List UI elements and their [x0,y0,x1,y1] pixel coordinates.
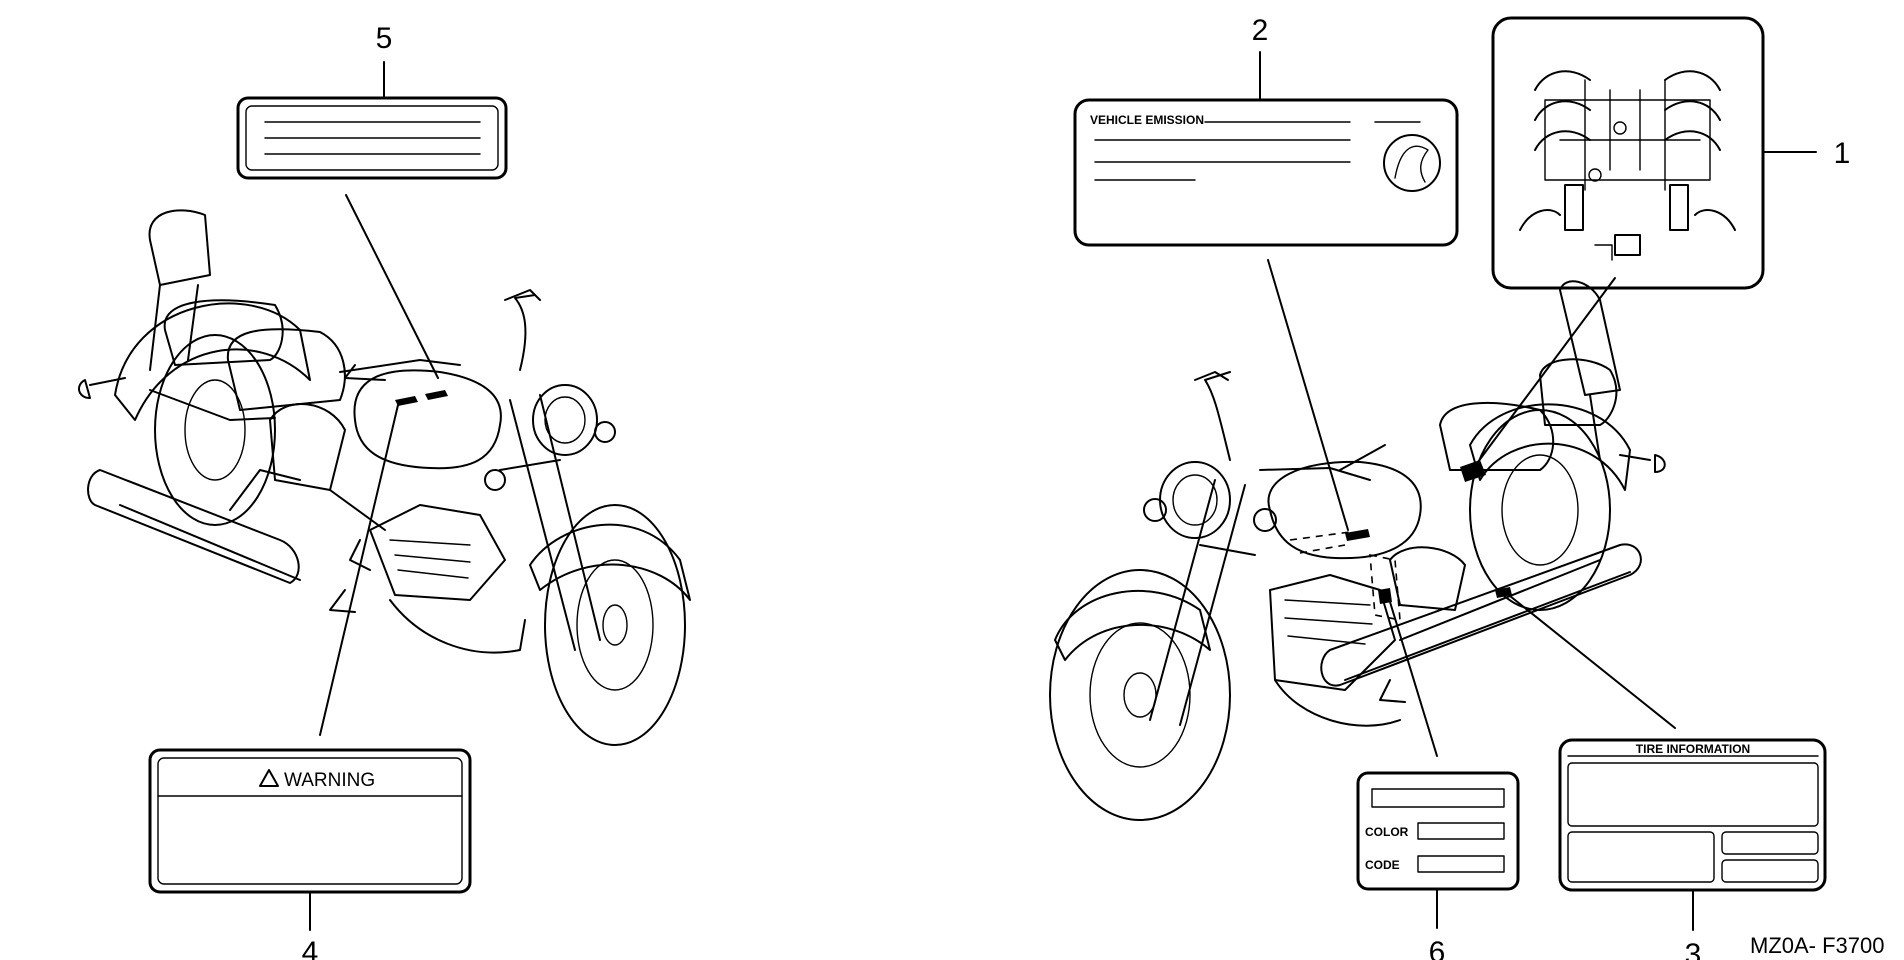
emission-heading: VEHICLE EMISSION [1090,113,1204,127]
leader-line-4 [319,404,399,736]
color-field-label: COLOR [1365,825,1409,839]
motorcycle-left-illustration [78,209,691,746]
figure-code: MZ0A- F3700 [1750,933,1885,958]
callout-number-1: 1 [1834,137,1851,170]
callout-number-5: 5 [376,22,393,55]
brand-logo-icon [1383,134,1441,192]
leader-line-2-target [1267,259,1349,531]
warning-heading: WARNING [284,770,375,791]
code-field-label: CODE [1365,858,1400,872]
callout-number-6: 6 [1429,936,1446,960]
label-4-warning-plate [148,748,472,894]
leader-line-5-target [345,194,439,379]
tire-info-heading: TIRE INFORMATION [1636,742,1750,756]
callout-number-2: 2 [1252,14,1269,47]
callout-number-4: 4 [302,936,319,960]
label-1-wiring-inset [1491,16,1765,290]
warning-triangle-icon [259,769,279,787]
leader-line-6-target [1389,601,1438,757]
label-3-tire-info-plate [1558,738,1827,892]
motorcycle-right-illustration [1049,280,1666,821]
leader-line-3-target [1509,595,1676,729]
label-2-emission-plate [1073,98,1459,247]
callout-number-3: 3 [1685,938,1702,960]
label-5-plate [236,96,508,180]
leader-line-1-target [1474,277,1616,467]
